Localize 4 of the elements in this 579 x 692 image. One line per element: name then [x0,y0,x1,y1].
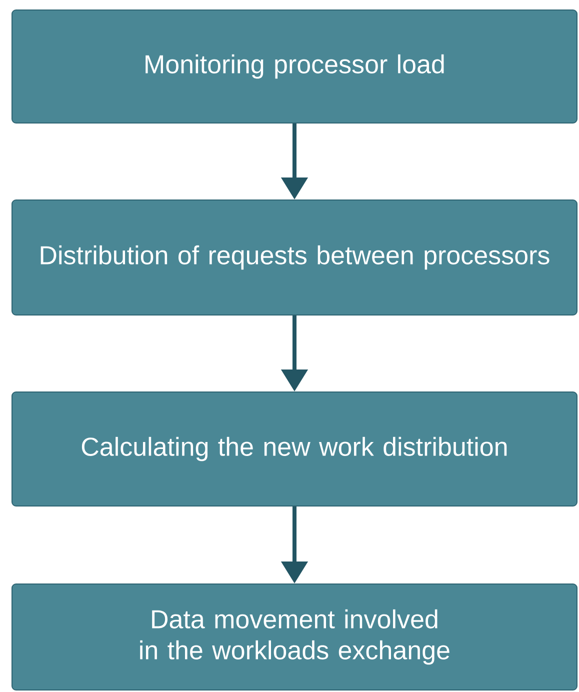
process-box: Distribution of requests between processors [12,200,578,316]
process-box: Calculating the new work distribution [12,392,578,506]
process-box: Data movement involved in the workloads exchange [12,584,578,690]
process-box: Monitoring processor load [12,10,578,124]
